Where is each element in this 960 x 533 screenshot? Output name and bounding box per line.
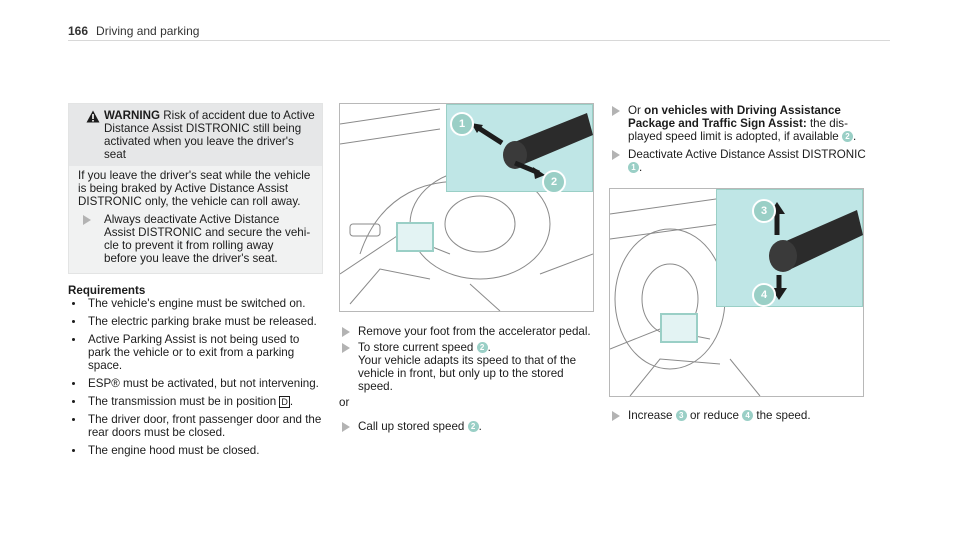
step-increase-reduce: Increase 3 or reduce 4 the speed.	[628, 409, 873, 422]
inset-highlight	[716, 189, 863, 307]
list-item: The transmission must be in position D.	[68, 395, 328, 408]
step-text-bold: Package and Traffic Sign Assist:	[628, 117, 807, 130]
warning-body-line: If you leave the driver's seat while the…	[78, 169, 311, 182]
requirement-text: rear doors must be closed.	[88, 426, 226, 439]
section-title: Driving and parking	[96, 24, 200, 38]
step-adopt-limit: Or on vehicles with Driving Assistance P…	[628, 104, 857, 143]
list-item: The electric parking brake must be relea…	[68, 315, 328, 328]
gear-d-icon: D	[279, 396, 290, 408]
callout-1-inline: 1	[628, 162, 639, 173]
page-number: 166	[68, 24, 89, 38]
step-text: Increase	[628, 409, 673, 422]
step-text: the dis-	[809, 117, 848, 130]
step-text: speed.	[358, 380, 393, 393]
list-item: The engine hood must be closed.	[68, 444, 328, 457]
step-text: vehicle in front, but only up to the sto…	[358, 367, 564, 380]
requirement-text: The transmission must be in position	[88, 395, 277, 408]
step-arrow-icon	[612, 106, 620, 116]
step-text: the speed.	[756, 409, 811, 422]
warning-heading-line: Distance Assist DISTRONIC still being	[104, 122, 302, 135]
warning-icon	[86, 110, 100, 123]
page-header: 166 Driving and parking	[68, 24, 199, 38]
requirement-text: The vehicle's engine must be switched on…	[88, 297, 306, 310]
bullet-icon	[72, 302, 75, 305]
warning-action-line: before you leave the driver's seat.	[104, 252, 278, 265]
requirement-text: Active Parking Assist is not being used …	[88, 333, 300, 346]
warning-heading-line: activated when you leave the driver's	[104, 135, 294, 148]
bullet-icon	[72, 382, 75, 385]
callout-2: 2	[542, 170, 566, 194]
bullet-icon	[72, 338, 75, 341]
callout-4-inline: 4	[742, 410, 754, 421]
warning-action-line: Always deactivate Active Distance	[104, 213, 280, 226]
warning-action: Always deactivate Active Distance Assist…	[104, 213, 319, 265]
or-label: or	[339, 396, 350, 409]
requirement-text: The engine hood must be closed.	[88, 444, 260, 457]
step-text: Call up stored speed	[358, 420, 465, 433]
callout-2-inline: 2	[841, 131, 853, 142]
lever-drawing	[471, 113, 593, 179]
header-rule	[68, 40, 890, 41]
callout-4: 4	[752, 283, 776, 307]
zoom-marker	[660, 313, 698, 343]
step-arrow-icon	[342, 343, 350, 353]
bullet-icon	[72, 418, 75, 421]
requirements-title: Requirements	[68, 284, 146, 297]
bullet-icon	[72, 400, 75, 403]
warning-heading-line: seat	[104, 148, 126, 161]
cockpit-illustration-1: 1 2	[339, 103, 594, 312]
list-item: Active Parking Assist is not being used …	[68, 333, 328, 372]
step-text: or reduce	[689, 409, 739, 422]
callout-1: 1	[450, 112, 474, 136]
step-text: Or	[628, 104, 641, 117]
warning-heading-line: Risk of accident due to Active	[163, 109, 315, 122]
callout-3-inline: 3	[675, 410, 687, 421]
step-arrow-icon	[612, 150, 620, 160]
lever-drawing	[769, 202, 863, 300]
bullet-icon	[72, 449, 75, 452]
step-text: played speed limit is adopted, if availa…	[628, 130, 839, 143]
warning-body-line: DISTRONIC only, the vehicle can roll awa…	[78, 195, 301, 208]
zoom-marker	[396, 222, 434, 252]
requirement-text: ESP® must be activated, but not interven…	[88, 377, 319, 390]
warning-action-line: Assist DISTRONIC and secure the vehi-	[104, 226, 311, 239]
list-item: The vehicle's engine must be switched on…	[68, 297, 328, 310]
warning-body-line: is being braked by Active Distance Assis…	[78, 182, 289, 195]
step-store-speed: To store current speed 2. Your vehicle a…	[358, 341, 577, 393]
step-arrow-icon	[612, 411, 620, 421]
callout-2-inline: 2	[476, 342, 488, 353]
step-text: To store current speed	[358, 341, 474, 354]
requirement-text: The driver door, front passenger door an…	[88, 413, 322, 426]
requirement-text: park the vehicle or to exit from a parki…	[88, 346, 295, 359]
callout-3: 3	[752, 199, 776, 223]
warning-header-band	[69, 104, 322, 166]
requirements-list: The vehicle's engine must be switched on…	[68, 297, 328, 457]
step-text: Deactivate Active Distance Assist DISTRO…	[628, 148, 866, 161]
step-arrow-icon	[342, 422, 350, 432]
step-arrow-icon	[342, 327, 350, 337]
step-text: Your vehicle adapts its speed to that of…	[358, 354, 577, 367]
warning-heading: WARNING Risk of accident due to Active D…	[104, 109, 319, 161]
step-arrow-icon	[83, 215, 91, 225]
step-call-up-speed: Call up stored speed 2.	[358, 420, 482, 433]
step-remove-foot: Remove your foot from the accelerator pe…	[358, 325, 591, 338]
step-deactivate: Deactivate Active Distance Assist DISTRO…	[628, 148, 866, 174]
requirement-text: The electric parking brake must be relea…	[88, 315, 317, 328]
callout-2-inline: 2	[467, 421, 479, 432]
step-text-bold: on vehicles with Driving Assistance	[644, 104, 841, 117]
bullet-icon	[72, 320, 75, 323]
requirement-text: space.	[88, 359, 123, 372]
cockpit-illustration-2: 3 4	[609, 188, 864, 397]
warning-title: WARNING	[104, 109, 161, 122]
warning-body: If you leave the driver's seat while the…	[78, 169, 318, 208]
warning-action-line: cle to prevent it from rolling away	[104, 239, 274, 252]
list-item: The driver door, front passenger door an…	[68, 413, 328, 439]
list-item: ESP® must be activated, but not interven…	[68, 377, 328, 390]
